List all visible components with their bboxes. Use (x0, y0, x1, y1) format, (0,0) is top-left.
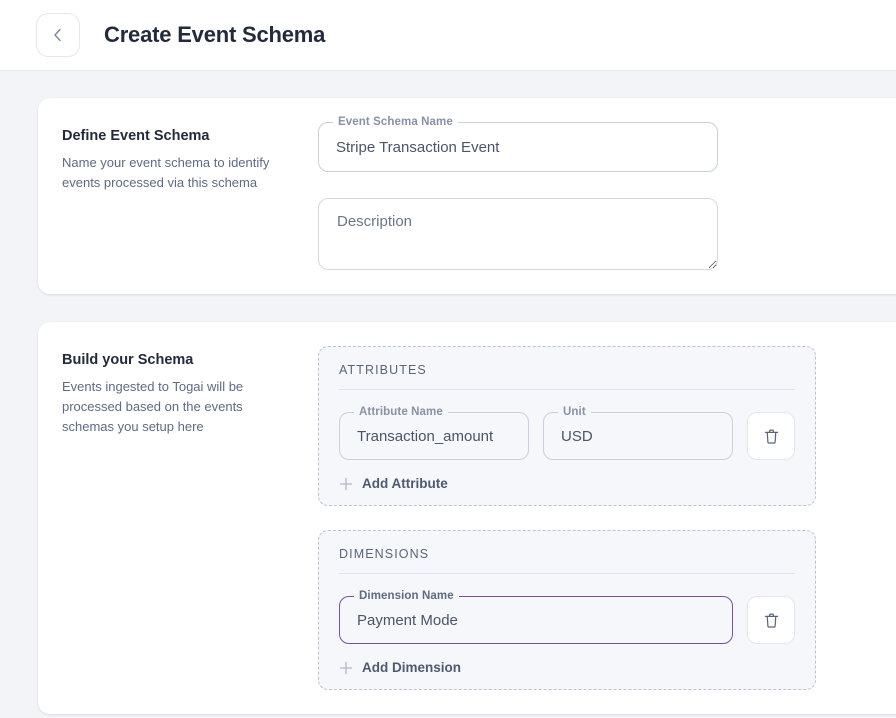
attribute-unit-field[interactable]: Unit (543, 405, 733, 460)
page-body: Define Event Schema Name your event sche… (0, 71, 896, 718)
build-schema-subtitle: Events ingested to Togai will be process… (62, 379, 244, 434)
define-event-schema-main: Event Schema Name (318, 115, 896, 270)
build-schema-aside: Build your Schema Events ingested to Tog… (62, 346, 318, 690)
delete-dimension-button[interactable] (747, 596, 795, 644)
event-schema-name-field[interactable]: Event Schema Name (318, 115, 718, 172)
attribute-name-field[interactable]: Attribute Name (339, 405, 529, 460)
delete-attribute-button[interactable] (747, 412, 795, 460)
dimension-name-field[interactable]: Dimension Name (339, 589, 733, 644)
add-attribute-label: Add Attribute (362, 476, 448, 491)
back-button[interactable] (36, 13, 80, 57)
attribute-unit-input[interactable] (543, 412, 733, 460)
dimensions-panel-title: DIMENSIONS (339, 547, 430, 561)
page-header: Create Event Schema (0, 0, 896, 71)
define-event-schema-card: Define Event Schema Name your event sche… (38, 98, 896, 294)
page-title: Create Event Schema (104, 22, 326, 47)
trash-icon (764, 612, 778, 628)
attribute-row: Attribute Name Unit (339, 405, 795, 460)
define-event-schema-subtitle: Name your event schema to identify event… (62, 155, 270, 190)
trash-icon (764, 428, 778, 444)
dimensions-panel-divider (339, 573, 795, 574)
dimensions-panel: DIMENSIONS Dimension Name (318, 530, 816, 690)
description-field[interactable] (318, 198, 718, 270)
build-schema-main: ATTRIBUTES Attribute Name Unit (318, 346, 896, 690)
add-dimension-label: Add Dimension (362, 660, 462, 675)
add-dimension-button[interactable]: Add Dimension (339, 660, 461, 675)
attributes-panel-title: ATTRIBUTES (339, 363, 427, 377)
attributes-panel-divider (339, 389, 795, 390)
define-event-schema-aside: Define Event Schema Name your event sche… (62, 122, 318, 270)
plus-icon (339, 661, 353, 674)
dimension-name-input[interactable] (339, 596, 733, 644)
build-schema-heading: Build your Schema (62, 352, 194, 368)
description-input[interactable] (318, 198, 718, 270)
define-event-schema-heading: Define Event Schema (62, 128, 210, 144)
attribute-name-input[interactable] (339, 412, 529, 460)
dimension-row: Dimension Name (339, 589, 795, 644)
attributes-panel: ATTRIBUTES Attribute Name Unit (318, 346, 816, 506)
add-attribute-button[interactable]: Add Attribute (339, 476, 448, 491)
event-schema-name-input[interactable] (318, 122, 718, 172)
chevron-left-icon (54, 28, 61, 42)
build-schema-card: Build your Schema Events ingested to Tog… (38, 322, 896, 714)
plus-icon (339, 477, 353, 490)
